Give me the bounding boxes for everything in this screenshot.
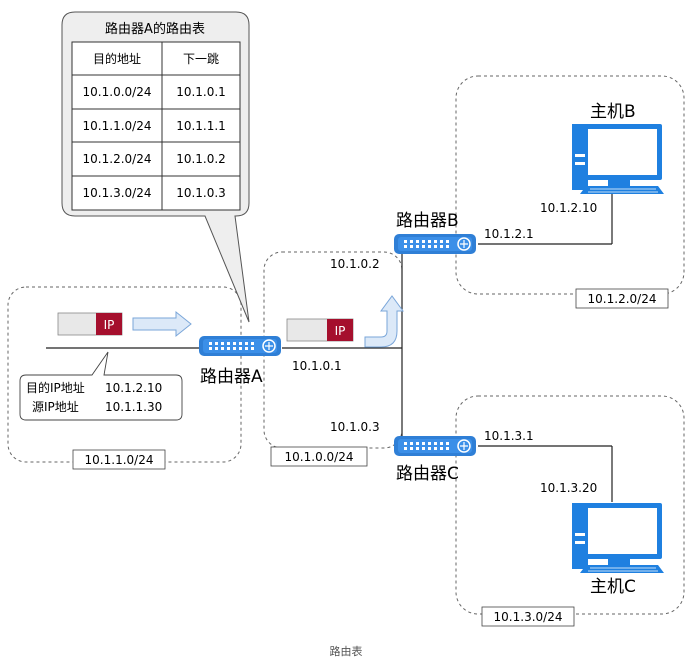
figure-caption: 路由表 <box>330 644 363 658</box>
router-a-label: 路由器A <box>200 367 263 387</box>
routing-table-header-next-hop: 下一跳 <box>183 52 219 66</box>
router-b-iface-host: 10.1.2.1 <box>484 227 534 241</box>
router-b-label: 路由器B <box>396 211 459 231</box>
packet-note-callout <box>19 351 183 421</box>
routing-table-header-dest: 目的地址 <box>93 51 141 66</box>
network-middle-region <box>263 251 403 449</box>
router-b-icon <box>393 233 477 255</box>
packet-note-dst-value: 10.1.2.10 <box>105 381 162 395</box>
routing-table-cell: 10.1.1.0/24 <box>83 119 152 133</box>
network-label-left: 10.1.1.0/24 <box>85 453 154 467</box>
host-b-label: 主机B <box>590 102 636 122</box>
network-left-region <box>7 286 242 463</box>
ip-tag-label: IP <box>335 324 346 338</box>
router-c-iface-lan: 10.1.0.3 <box>330 420 380 434</box>
router-c-iface-host: 10.1.3.1 <box>484 429 534 443</box>
ip-packet-left: IP <box>57 312 123 336</box>
host-b-ip: 10.1.2.10 <box>540 201 597 215</box>
network-label-bottom-right: 10.1.3.0/24 <box>494 610 563 624</box>
host-c-ip: 10.1.3.20 <box>540 481 597 495</box>
packet-note-src-label: 源IP地址 <box>32 400 79 414</box>
routing-table-cell: 10.1.0.2 <box>176 152 226 166</box>
arrow-up-turn-icon <box>364 295 404 348</box>
routing-table-cell: 10.1.2.0/24 <box>83 152 152 166</box>
arrow-right-icon <box>132 310 192 338</box>
routing-table-cell: 10.1.0.0/24 <box>83 85 152 99</box>
network-top-right-region <box>455 75 685 295</box>
network-label-top-right: 10.1.2.0/24 <box>588 292 657 306</box>
host-c-icon <box>571 502 665 574</box>
routing-table-cell: 10.1.0.3 <box>176 186 226 200</box>
router-a-icon <box>198 335 282 357</box>
packet-note-src-value: 10.1.1.30 <box>105 400 162 414</box>
packet-note-dst-label: 目的IP地址 <box>26 380 85 395</box>
routing-table-cell: 10.1.1.1 <box>176 119 226 133</box>
routing-table-cell: 10.1.0.1 <box>176 85 226 99</box>
routing-table: 目的地址 下一跳 10.1.0.0/24 10.1.0.1 10.1.1.0/2… <box>71 41 241 211</box>
router-c-label: 路由器C <box>396 464 459 484</box>
routing-table-title: 路由器A的路由表 <box>105 21 205 37</box>
router-b-iface-lan: 10.1.0.2 <box>330 257 380 271</box>
host-b-icon <box>571 123 665 195</box>
ip-tag-label: IP <box>104 318 115 332</box>
router-a-iface: 10.1.0.1 <box>292 359 342 373</box>
host-c-label: 主机C <box>590 577 636 597</box>
routing-table-cell: 10.1.3.0/24 <box>83 186 152 200</box>
router-c-icon <box>393 435 477 457</box>
network-label-middle: 10.1.0.0/24 <box>285 450 354 464</box>
ip-packet-middle: IP <box>286 318 354 342</box>
